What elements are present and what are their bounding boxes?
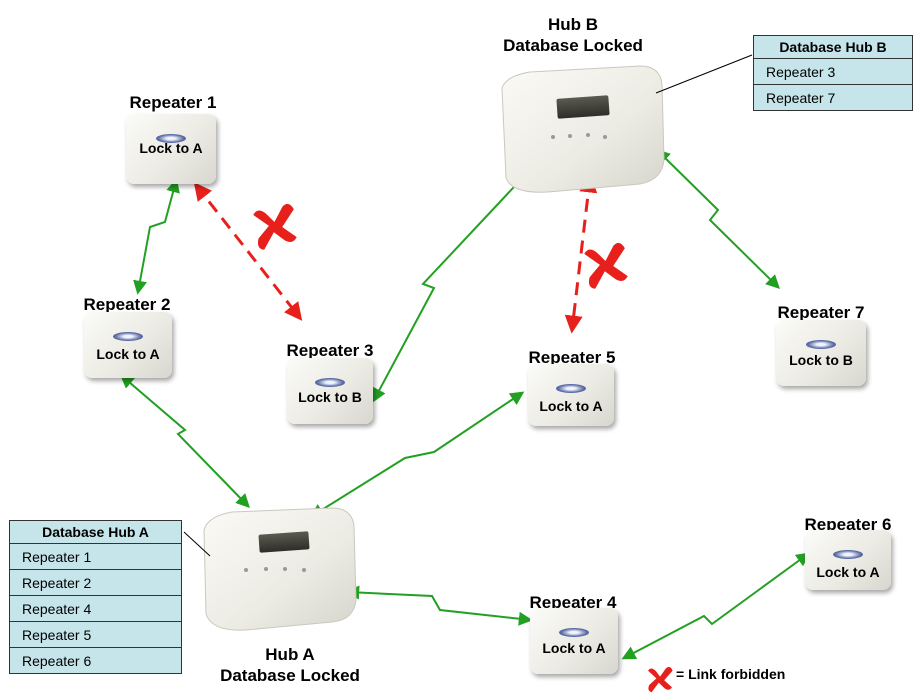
legend-text: = Link forbidden bbox=[676, 666, 786, 682]
repeater-5-device: Lock to A bbox=[528, 364, 614, 426]
brand-logo-icon bbox=[559, 628, 589, 637]
repeater-2-device: Lock to A bbox=[84, 312, 172, 378]
hub-a-label: Hub A Database Locked bbox=[200, 644, 380, 686]
repeater-4-label: Repeater 4 bbox=[529, 593, 617, 612]
forbidden-link-repeater1-repeater3 bbox=[193, 182, 303, 321]
repeater-2-label: Repeater 2 bbox=[83, 295, 171, 314]
repeater-7-device: Lock to B bbox=[776, 320, 866, 386]
repeater-4-lock: Lock to A bbox=[542, 640, 606, 656]
database-hub-b-table: Database Hub B Repeater 3 Repeater 7 bbox=[753, 35, 913, 111]
repeater-7-lock: Lock to B bbox=[789, 352, 853, 368]
db-b-callout-line bbox=[655, 54, 753, 94]
repeater-7-label: Repeater 7 bbox=[777, 303, 865, 322]
hub-b-label: Hub B Database Locked bbox=[493, 14, 653, 56]
brand-logo-icon bbox=[315, 378, 345, 387]
hub-a-device bbox=[203, 507, 357, 631]
database-hub-a-row: Repeater 2 bbox=[9, 569, 182, 596]
database-hub-a-row: Repeater 4 bbox=[9, 595, 182, 622]
hub-a-name: Hub A bbox=[265, 645, 315, 664]
link-huba-repeater4 bbox=[345, 585, 533, 626]
db-a-callout-line bbox=[183, 531, 211, 557]
repeater-5-label: Repeater 5 bbox=[528, 348, 616, 367]
link-repeater3-hubb bbox=[372, 169, 530, 403]
database-hub-b-row: Repeater 7 bbox=[753, 84, 913, 111]
brand-logo-icon bbox=[833, 550, 863, 559]
database-hub-a-table: Database Hub A Repeater 1 Repeater 2 Rep… bbox=[9, 520, 182, 674]
link-repeater5-huba bbox=[309, 391, 525, 518]
hub-b-status: Database Locked bbox=[503, 36, 643, 55]
brand-logo-icon bbox=[156, 134, 186, 143]
hub-b-name: Hub B bbox=[547, 15, 599, 34]
repeater-6-label: Repeater 6 bbox=[804, 515, 892, 534]
link-repeater1-repeater2 bbox=[133, 178, 180, 295]
forbidden-x-icon bbox=[584, 242, 628, 289]
repeater-5-lock: Lock to A bbox=[539, 398, 603, 414]
link-hubb-repeater7 bbox=[656, 149, 780, 289]
hub-b-device bbox=[501, 65, 665, 193]
repeater-2-lock: Lock to A bbox=[96, 346, 160, 362]
database-hub-a-title: Database Hub A bbox=[9, 520, 182, 544]
database-hub-a-row: Repeater 6 bbox=[9, 647, 182, 674]
legend-x-icon bbox=[648, 666, 673, 693]
repeater-1-lock: Lock to A bbox=[139, 140, 203, 156]
repeater-1-device: Lock to A bbox=[126, 114, 216, 184]
database-hub-b-title: Database Hub B bbox=[753, 35, 913, 59]
brand-logo-icon bbox=[806, 340, 836, 349]
brand-logo-icon bbox=[556, 384, 586, 393]
forbidden-x-icon bbox=[253, 203, 297, 250]
hub-a-status: Database Locked bbox=[220, 666, 360, 685]
database-hub-a-row: Repeater 1 bbox=[9, 543, 182, 570]
link-repeater2-huba bbox=[119, 374, 250, 509]
repeater-1-label: Repeater 1 bbox=[129, 93, 217, 112]
link-repeater4-repeater6 bbox=[621, 552, 811, 660]
database-hub-b-row: Repeater 3 bbox=[753, 58, 913, 85]
database-hub-a-row: Repeater 5 bbox=[9, 621, 182, 648]
repeater-3-label: Repeater 3 bbox=[286, 341, 374, 360]
brand-logo-icon bbox=[113, 332, 143, 341]
repeater-6-lock: Lock to A bbox=[816, 564, 880, 580]
repeater-4-device: Lock to A bbox=[530, 608, 618, 674]
repeater-6-device: Lock to A bbox=[805, 530, 891, 590]
repeater-3-device: Lock to B bbox=[287, 358, 373, 424]
forbidden-link-hubb-repeater5 bbox=[564, 174, 598, 334]
repeater-3-lock: Lock to B bbox=[298, 389, 362, 405]
